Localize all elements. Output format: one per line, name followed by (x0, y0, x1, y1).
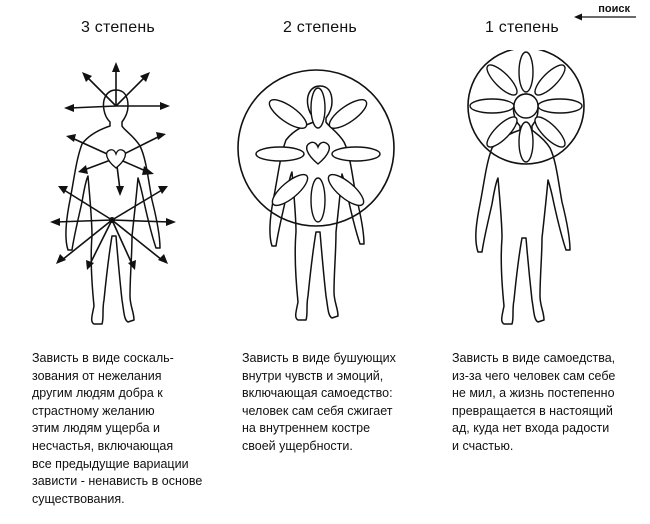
human-silhouette (475, 93, 571, 325)
figure-degree-2 (237, 69, 395, 321)
caption-line: страстному желанию (32, 403, 155, 418)
human-silhouette (65, 89, 161, 325)
caption-line: другим людям добра к (32, 386, 163, 401)
aura-circle (237, 69, 395, 227)
caption-line: и счастью. (452, 438, 514, 453)
aura-circle (467, 50, 585, 165)
figure-degree-3 (50, 62, 176, 325)
caption-line: своей ущербности. (242, 438, 353, 453)
heart-icon (105, 149, 127, 169)
caption-degree-3: Зависть в виде соскаль- зования от нежел… (32, 350, 202, 508)
caption-line: Зависть в виде соскаль- (32, 351, 174, 365)
energy-arrows (50, 62, 176, 270)
caption-line: этим людям ущерба и (32, 421, 160, 436)
heart-icon (306, 141, 330, 165)
flame-petals (469, 51, 583, 163)
arrow-left-icon (574, 13, 636, 21)
caption-degree-1: Зависть в виде самоедства, из-за чего че… (452, 350, 615, 456)
caption-line: из-за чего человек сам себе (452, 368, 616, 383)
caption-line: на внутреннем костре (242, 421, 371, 436)
caption-line: не мил, а жизнь постепенно (452, 386, 615, 401)
caption-line: ад, куда нет входа радости (452, 421, 610, 436)
caption-line: Зависть в виде бушующих (242, 351, 396, 365)
caption-line: включающая самоедство: (242, 386, 393, 401)
caption-line: человек сам себя сжигает (242, 403, 393, 418)
head-core (513, 93, 539, 119)
caption-line: все предыдущие вариации (32, 456, 189, 471)
caption-line: зависти - ненависть в основе (32, 474, 203, 489)
caption-line: превращается в настоящий (452, 403, 613, 418)
caption-line: существования. (32, 491, 125, 506)
caption-line: внутри чувств и эмоций, (242, 368, 384, 383)
flame-petals (255, 87, 381, 223)
search-link-label: поиск (598, 3, 630, 15)
caption-line: несчастья, включающая (32, 438, 174, 453)
heading-degree-1: 1 степень (485, 19, 559, 36)
caption-degree-2: Зависть в виде бушующих внутри чувств и … (242, 350, 396, 456)
figure-degree-1 (467, 50, 585, 325)
search-link[interactable]: поиск (566, 1, 646, 21)
caption-line: Зависть в виде самоедства, (452, 351, 616, 365)
heading-degree-2: 2 степень (283, 19, 357, 36)
heading-degree-3: 3 степень (81, 19, 155, 36)
caption-line: зования от нежелания (32, 368, 162, 383)
